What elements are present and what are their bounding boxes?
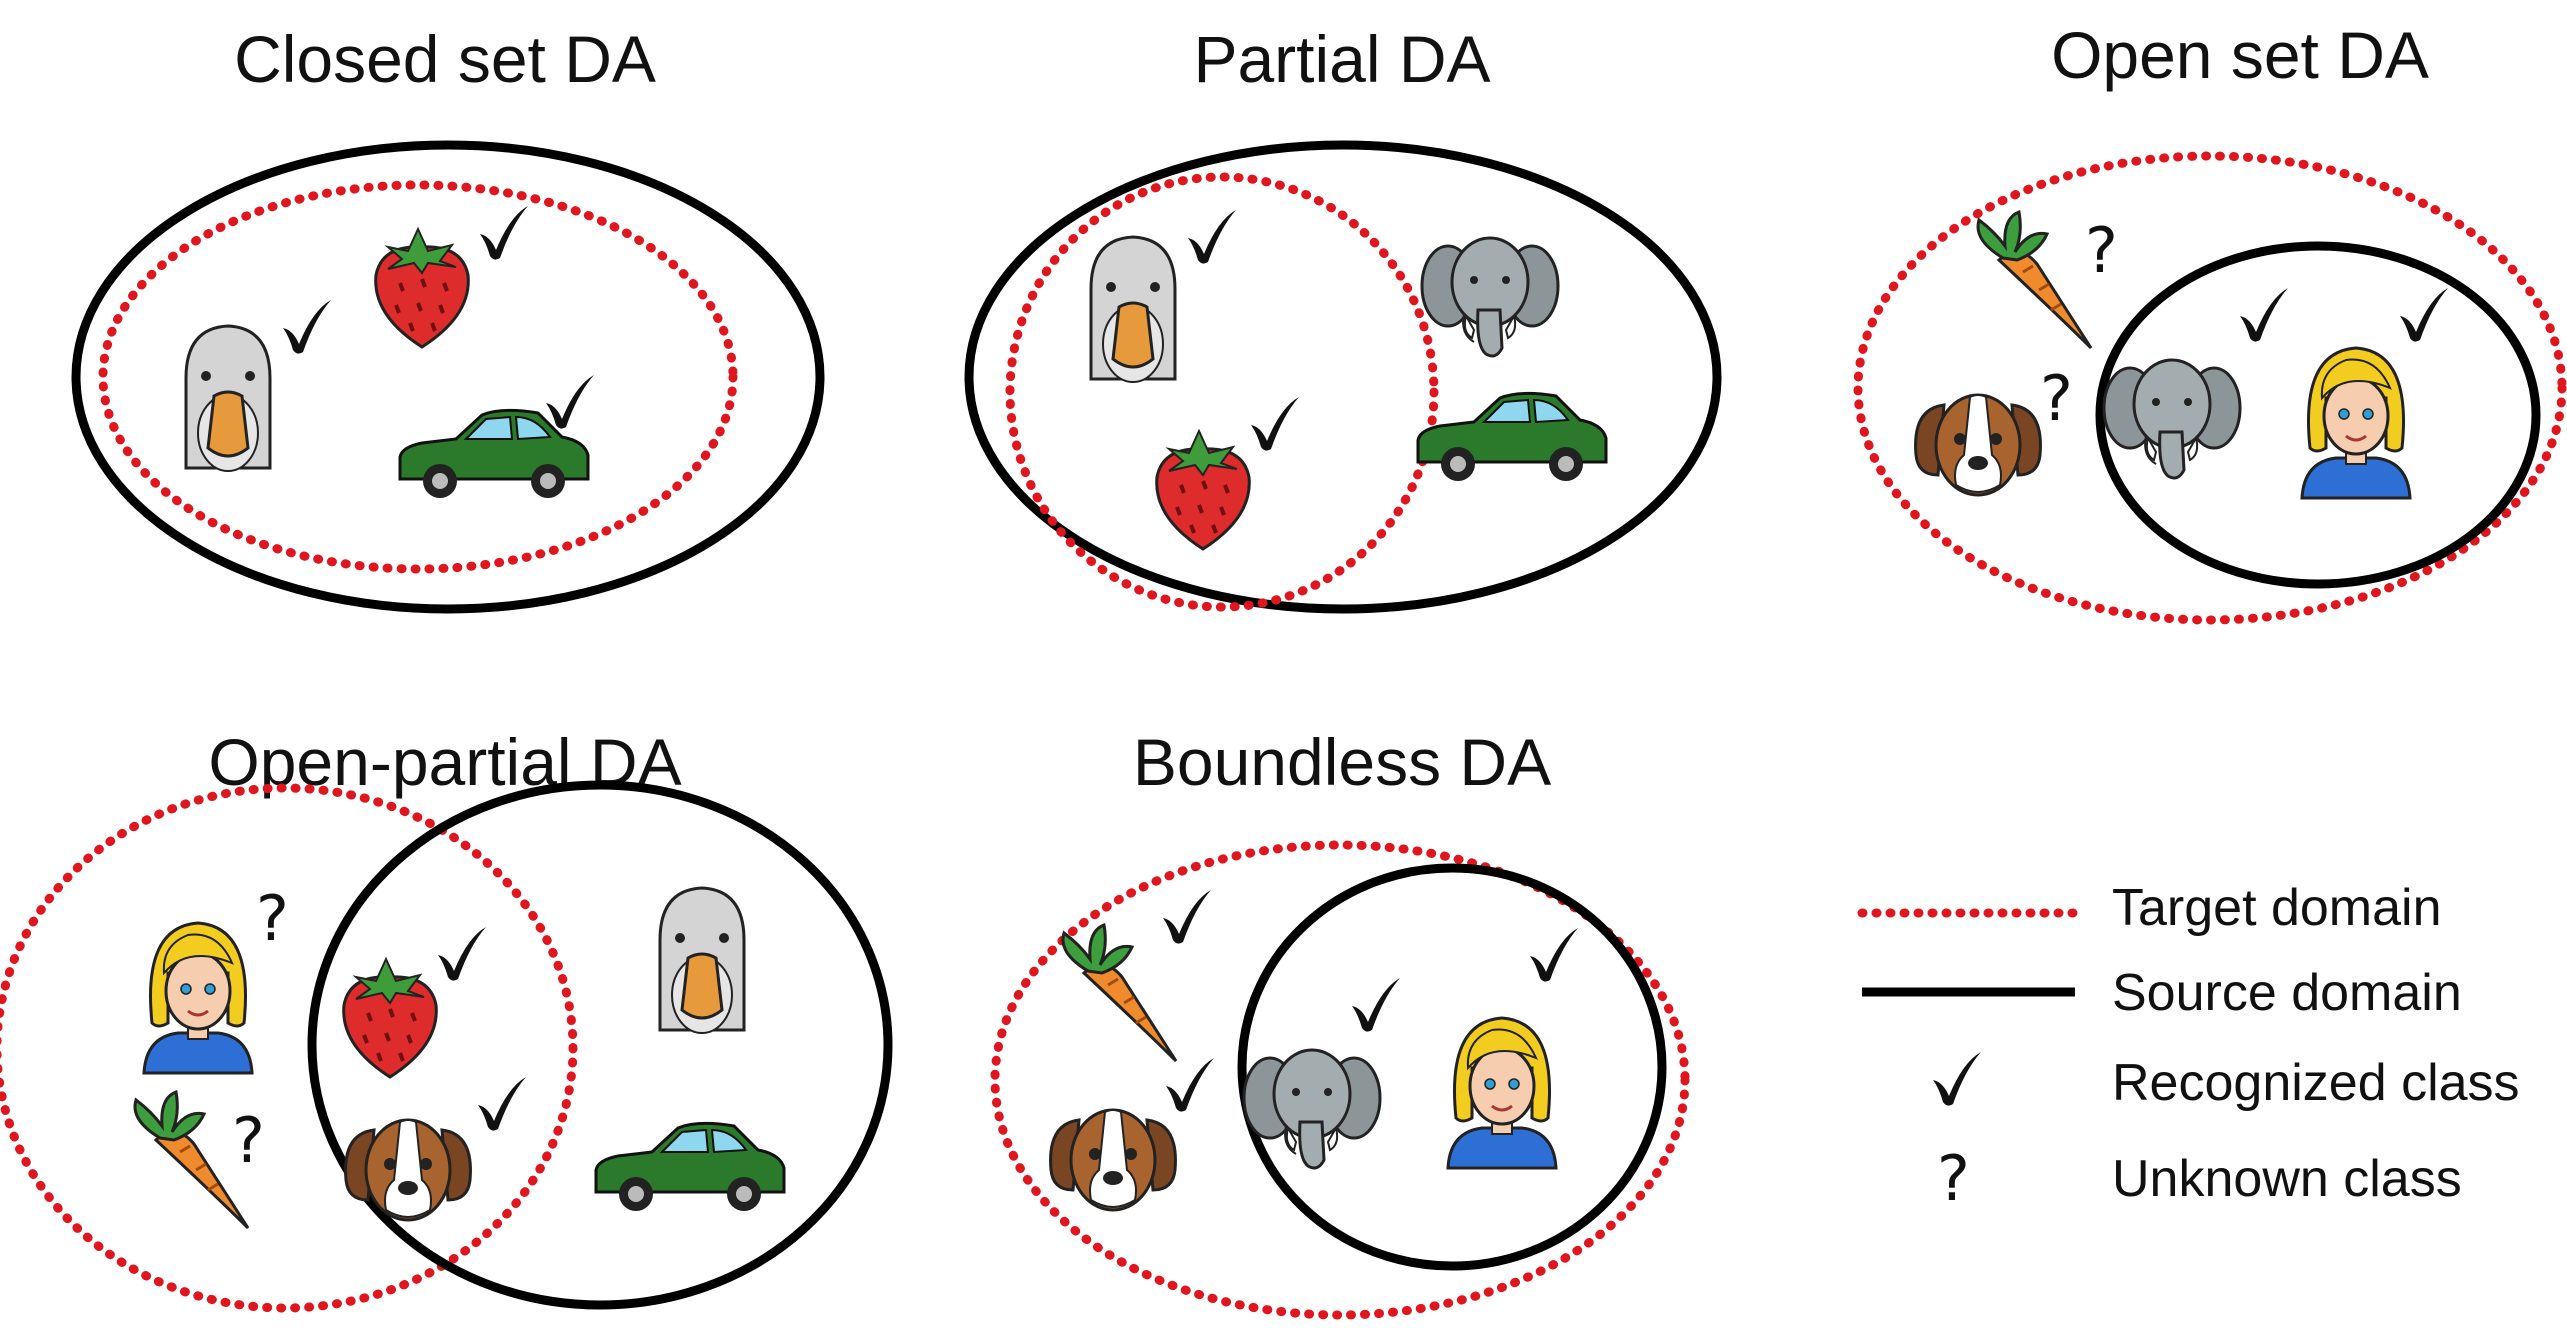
dog-icon: [1049, 1108, 1177, 1212]
woman-icon: [1446, 1016, 1558, 1170]
check-icon: [1163, 890, 1211, 944]
source-domain-ellipse: [964, 140, 1722, 614]
panel-title: Partial DA: [1193, 22, 1490, 96]
check-icon: [1251, 397, 1299, 451]
legend-question-mark: ?: [1937, 1142, 1970, 1215]
target-domain-ellipse: [990, 840, 1690, 1320]
strawberry-icon: [373, 227, 471, 349]
question-mark: ?: [2085, 214, 2118, 287]
carrot-icon: [1976, 210, 2093, 350]
check-icon: [2400, 288, 2448, 342]
car-icon: [1416, 391, 1608, 483]
check-icon: [1166, 1058, 1214, 1112]
goose-icon: [1089, 235, 1177, 384]
question-mark: ?: [256, 882, 289, 955]
target-domain-ellipse: [0, 783, 578, 1313]
target-domain-ellipse: [98, 180, 738, 574]
panel-open-partial: Open-partial DA ? ?: [0, 725, 893, 1313]
legend-unknown-label: Unknown class: [2112, 1150, 2462, 1208]
legend-source-label: Source domain: [2112, 964, 2462, 1022]
check-icon: [480, 206, 528, 260]
source-domain-ellipse: [2095, 241, 2541, 589]
check-icon: [1530, 928, 1578, 982]
goose-icon: [658, 886, 746, 1035]
elephant-icon: [1420, 236, 1560, 358]
source-domain-ellipse: [307, 780, 893, 1310]
dog-icon: [1914, 393, 2042, 497]
source-domain-ellipse: [1237, 863, 1667, 1271]
target-domain-ellipse: [1853, 151, 2567, 625]
panel-closed-set: Closed set DA: [71, 22, 825, 614]
check-icon: [1188, 210, 1236, 264]
legend: Target domain Source domain Recognized c…: [1857, 879, 2520, 1215]
woman-icon: [142, 921, 254, 1075]
legend-target-label: Target domain: [2112, 879, 2442, 937]
strawberry-icon: [341, 957, 439, 1079]
source-domain-ellipse: [71, 140, 825, 614]
check-icon: [1352, 978, 1400, 1032]
elephant-icon: [2102, 358, 2242, 480]
question-mark: ?: [232, 1104, 265, 1177]
target-domain-ellipse: [1005, 172, 1439, 612]
panel-open-set: Open set DA ? ?: [1853, 18, 2567, 625]
check-icon: [478, 1077, 526, 1131]
check-icon: [2240, 288, 2288, 342]
legend-recognized-label: Recognized class: [2112, 1054, 2520, 1112]
car-icon: [594, 1121, 786, 1213]
check-icon: [438, 927, 486, 981]
legend-check-icon: [1933, 1052, 1981, 1106]
panel-boundless: Boundless DA: [990, 725, 1690, 1320]
strawberry-icon: [1154, 429, 1252, 551]
dog-icon: [344, 1118, 472, 1222]
check-icon: [283, 300, 331, 354]
question-mark: ?: [2040, 362, 2073, 435]
panel-title: Open set DA: [2051, 18, 2429, 92]
check-icon: [546, 375, 594, 429]
panel-partial: Partial DA: [964, 22, 1722, 614]
panel-title: Boundless DA: [1133, 725, 1551, 799]
woman-icon: [2300, 346, 2412, 500]
carrot-icon: [1061, 923, 1178, 1063]
panel-title: Closed set DA: [234, 22, 656, 96]
goose-icon: [184, 324, 272, 473]
